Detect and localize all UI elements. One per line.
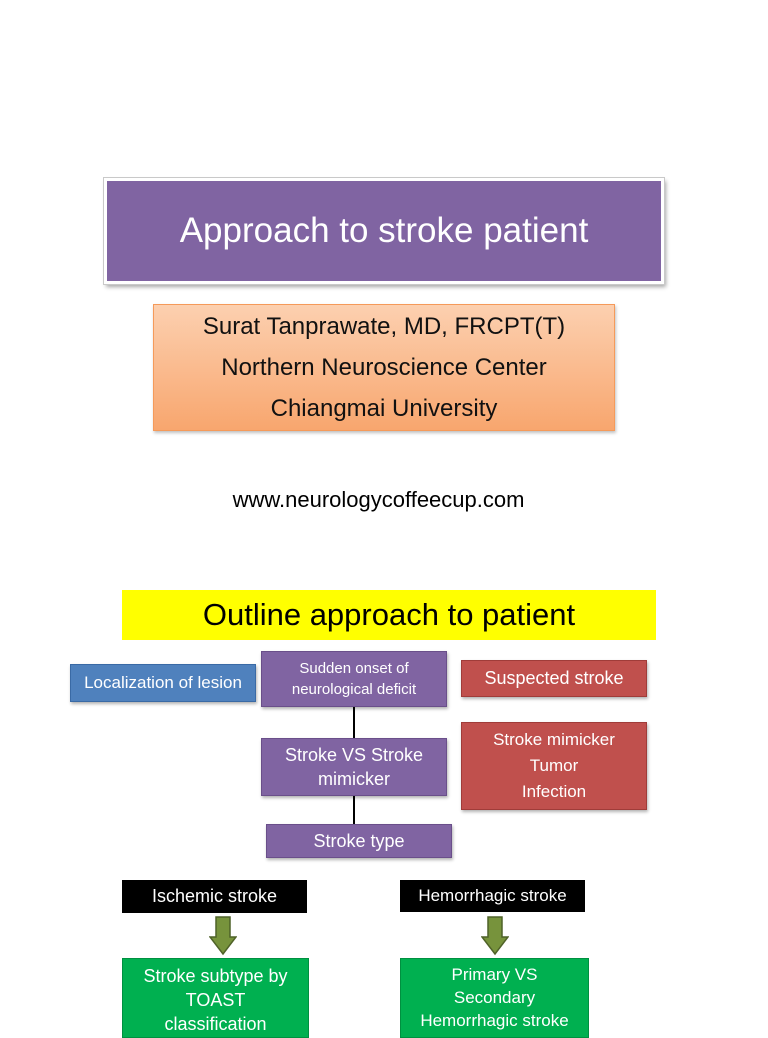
- sudden-onset-box: Sudden onset of neurological deficit: [261, 651, 447, 707]
- stroke-mimicker-box: Stroke mimicker Tumor Infection: [461, 722, 647, 810]
- mimicker-line-3: Infection: [521, 782, 587, 801]
- primary-line-2: Secondary: [453, 988, 536, 1007]
- stroke-vs-line-1: Stroke VS Stroke: [284, 745, 424, 765]
- connector-line: [353, 796, 355, 824]
- primary-line-3: Hemorrhagic stroke: [420, 1011, 569, 1030]
- primary-vs-secondary-box: Primary VS Secondary Hemorrhagic stroke: [400, 958, 589, 1038]
- sudden-onset-line-2: neurological deficit: [291, 681, 417, 698]
- down-arrow-icon: [209, 916, 237, 956]
- outline-title: Outline approach to patient: [122, 590, 656, 640]
- primary-line-1: Primary VS: [451, 965, 538, 984]
- author-affiliation: Northern Neuroscience Center: [221, 354, 547, 381]
- slide-title-text: Approach to stroke patient: [179, 211, 589, 250]
- stroke-type-box: Stroke type: [266, 824, 452, 858]
- subtype-line-1: Stroke subtype by: [143, 966, 288, 986]
- stroke-vs-mimicker-box: Stroke VS Stroke mimicker: [261, 738, 447, 796]
- author-box: Surat Tanprawate, MD, FRCPT(T) Northern …: [153, 304, 615, 431]
- website-url: www.neurologycoffeecup.com: [232, 487, 525, 512]
- mimicker-line-1: Stroke mimicker: [493, 730, 615, 749]
- author-university: Chiangmai University: [270, 395, 498, 422]
- stroke-vs-line-2: mimicker: [318, 769, 390, 789]
- hemorrhagic-stroke-box: Hemorrhagic stroke: [400, 880, 585, 912]
- down-arrow-icon: [481, 916, 509, 956]
- sudden-onset-line-1: Sudden onset of: [299, 660, 409, 677]
- subtype-line-2: TOAST: [185, 990, 246, 1010]
- connector-line: [353, 707, 355, 738]
- mimicker-line-2: Tumor: [529, 756, 579, 775]
- localization-box: Localization of lesion: [70, 664, 256, 702]
- author-name: Surat Tanprawate, MD, FRCPT(T): [202, 313, 566, 340]
- ischemic-stroke-box: Ischemic stroke: [122, 880, 307, 913]
- subtype-line-3: classification: [164, 1014, 267, 1034]
- stroke-subtype-box: Stroke subtype by TOAST classification: [122, 958, 309, 1038]
- slide-title: Approach to stroke patient: [104, 178, 664, 284]
- suspected-stroke-box: Suspected stroke: [461, 660, 647, 697]
